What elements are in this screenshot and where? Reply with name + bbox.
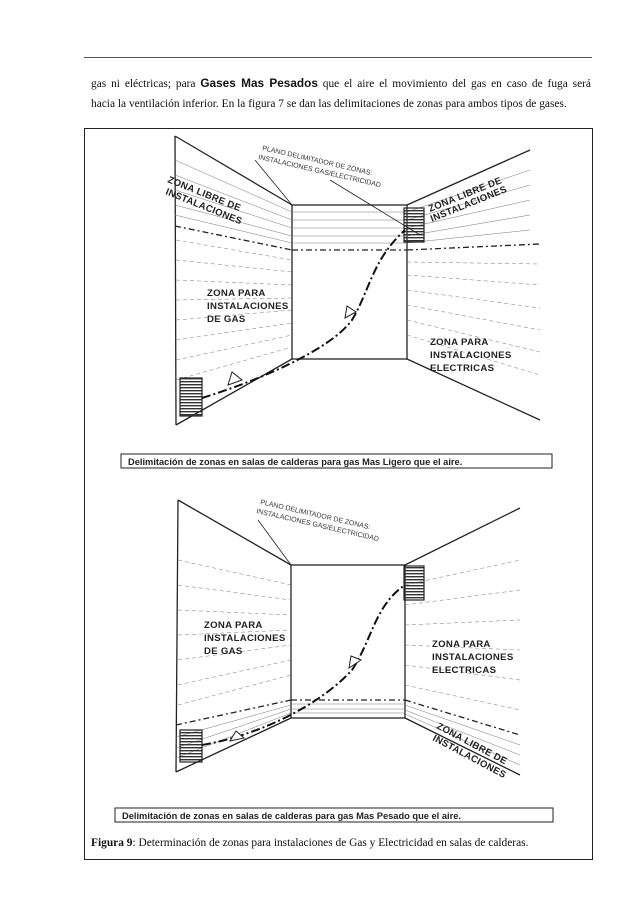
top-gas-zone-label-3: DE GAS — [207, 314, 246, 325]
bottom-banner-text: Delimitación de zonas en salas de calder… — [122, 811, 461, 821]
top-lower-vent-grille-icon — [180, 378, 202, 416]
bottom-lower-vent-grille-icon — [180, 730, 202, 762]
bottom-elec-zone-label-3: ELECTRICAS — [432, 665, 497, 676]
top-gas-zone-label-1: ZONA PARA — [207, 288, 266, 299]
caption-label: Figura 9 — [91, 837, 132, 849]
top-elec-zone-label-3: ELECTRICAS — [430, 363, 495, 374]
bottom-gas-zone-label-1: ZONA PARA — [204, 620, 263, 631]
bottom-upper-vent-grille-icon — [404, 566, 424, 600]
caption-text: : Determinación de zonas para instalacio… — [132, 837, 528, 849]
top-elec-zone-label-2: INSTALACIONES — [430, 350, 512, 361]
figure-caption: Figura 9: Determinación de zonas para in… — [91, 837, 528, 849]
top-elec-zone-label-1: ZONA PARA — [430, 337, 489, 348]
top-flow-arrow-icon — [228, 372, 242, 385]
bottom-gas-zone-label-3: DE GAS — [204, 646, 243, 657]
bottom-plane-leader — [258, 520, 291, 565]
top-banner-text: Delimitación de zonas en salas de calder… — [128, 457, 462, 467]
top-gas-zone-label-2: INSTALACIONES — [207, 301, 289, 312]
bottom-elec-zone-label-1: ZONA PARA — [432, 639, 491, 650]
bottom-elec-zone-label-2: INSTALACIONES — [432, 652, 514, 663]
bottom-gas-zone-label-2: INSTALACIONES — [204, 633, 286, 644]
bottom-gas-flow-path — [202, 585, 405, 745]
top-upper-vent-grille-icon — [404, 208, 424, 242]
